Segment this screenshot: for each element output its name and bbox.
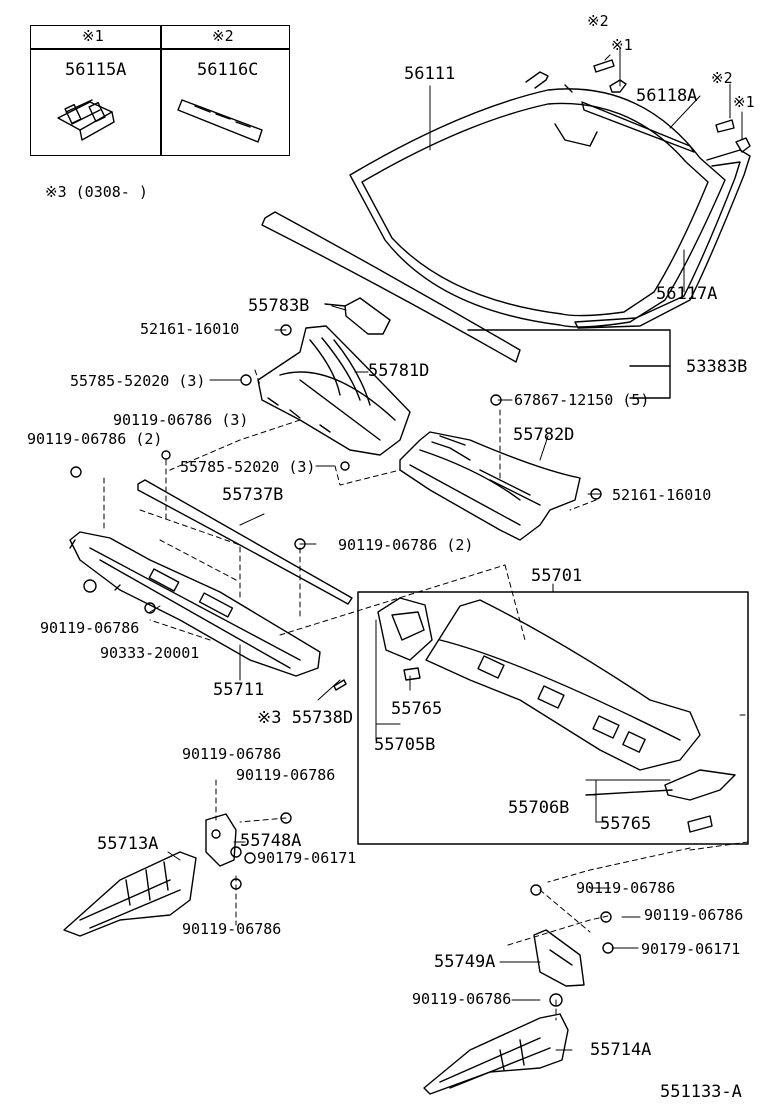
cowl-panel-55711 (69, 531, 321, 677)
label-56111: 56111 (404, 64, 456, 84)
label-55765-a: 55765 (391, 699, 443, 719)
label-mark-2b: ※2 (711, 69, 733, 87)
label-mark-2a: ※2 (587, 12, 609, 30)
label-90179-06171-a: 90179-06171 (257, 849, 357, 867)
label-90119-06786-2b: 90119-06786 (2) (338, 536, 474, 554)
molding-56117A (525, 71, 751, 329)
clip-56115A-drawing (57, 99, 115, 141)
label-90119-06786-b: 90119-06786 (182, 745, 282, 763)
legend-part-1: 56115A (65, 60, 127, 80)
label-55785-52020-b: 55785-52020 (3) (180, 458, 316, 476)
label-55783B: 55783B (248, 296, 310, 316)
label-55782D: 55782D (513, 425, 575, 445)
label-55701: 55701 (531, 566, 583, 586)
legend-header-2: ※2 (212, 27, 234, 45)
legend-part-2: 56116C (197, 60, 259, 80)
label-52161-16010-a: 52161-16010 (140, 320, 240, 338)
clip-markers-top (593, 59, 751, 153)
bracket-55748A (205, 813, 237, 867)
label-mark-1b: ※1 (733, 93, 755, 111)
label-90179-06171-b: 90179-06171 (641, 940, 741, 958)
label-90119-06786-2a: 90119-06786 (2) (27, 430, 163, 448)
label-55713A: 55713A (97, 834, 159, 854)
label-55785-52020-a: 55785-52020 (3) (70, 372, 206, 390)
label-55711: 55711 (213, 680, 265, 700)
label-67867-12150: 67867-12150 (5) (514, 391, 650, 409)
support-55713A (63, 851, 197, 937)
label-55748A: 55748A (240, 831, 302, 851)
label-90119-06786-3: 90119-06786 (3) (113, 411, 249, 429)
clip-56116C-drawing (177, 99, 263, 143)
label-56118A: 56118A (636, 86, 698, 106)
legend-table (30, 25, 290, 156)
label-55737B: 55737B (222, 485, 284, 505)
label-55714A: 55714A (590, 1040, 652, 1060)
label-90119-06786-f: 90119-06786 (644, 906, 744, 924)
molding-56118A (581, 101, 695, 153)
label-55738D: ※3 55738D (257, 708, 354, 728)
legend-header-1: ※1 (82, 27, 104, 45)
label-90333-20001: 90333-20001 (100, 644, 200, 662)
label-55781D: 55781D (368, 361, 430, 381)
label-53383B: 53383B (686, 357, 748, 377)
subassembly-parts (377, 597, 736, 833)
label-90119-06786-e: 90119-06786 (576, 879, 676, 897)
bracket-55749A (533, 929, 585, 987)
fasteners (70, 324, 614, 1007)
cowl-louver-55782D (399, 431, 581, 541)
label-55749A: 55749A (434, 952, 496, 972)
label-90119-06786-c: 90119-06786 (236, 766, 336, 784)
diagram-id: 551133-A (660, 1082, 742, 1102)
label-90119-06786-g: 90119-06786 (412, 990, 512, 1008)
label-52161-16010-b: 52161-16010 (612, 486, 712, 504)
label-56117A: 56117A (656, 284, 718, 304)
cowl-louver-55781D (257, 325, 411, 456)
seal-strip-53383B (261, 211, 671, 399)
label-90119-06786-d: 90119-06786 (182, 920, 282, 938)
windshield-glass (349, 88, 726, 328)
seal-55737B (137, 479, 353, 605)
label-55765-b: 55765 (600, 814, 652, 834)
support-55714A (423, 1013, 569, 1095)
applicability-note: ※3 (0308- ) (45, 183, 148, 201)
label-mark-1a: ※1 (611, 36, 633, 54)
cowl-piece-55783B (324, 297, 391, 335)
label-90119-06786-a: 90119-06786 (40, 619, 140, 637)
label-55705B: 55705B (374, 735, 436, 755)
label-55706B: 55706B (508, 798, 570, 818)
